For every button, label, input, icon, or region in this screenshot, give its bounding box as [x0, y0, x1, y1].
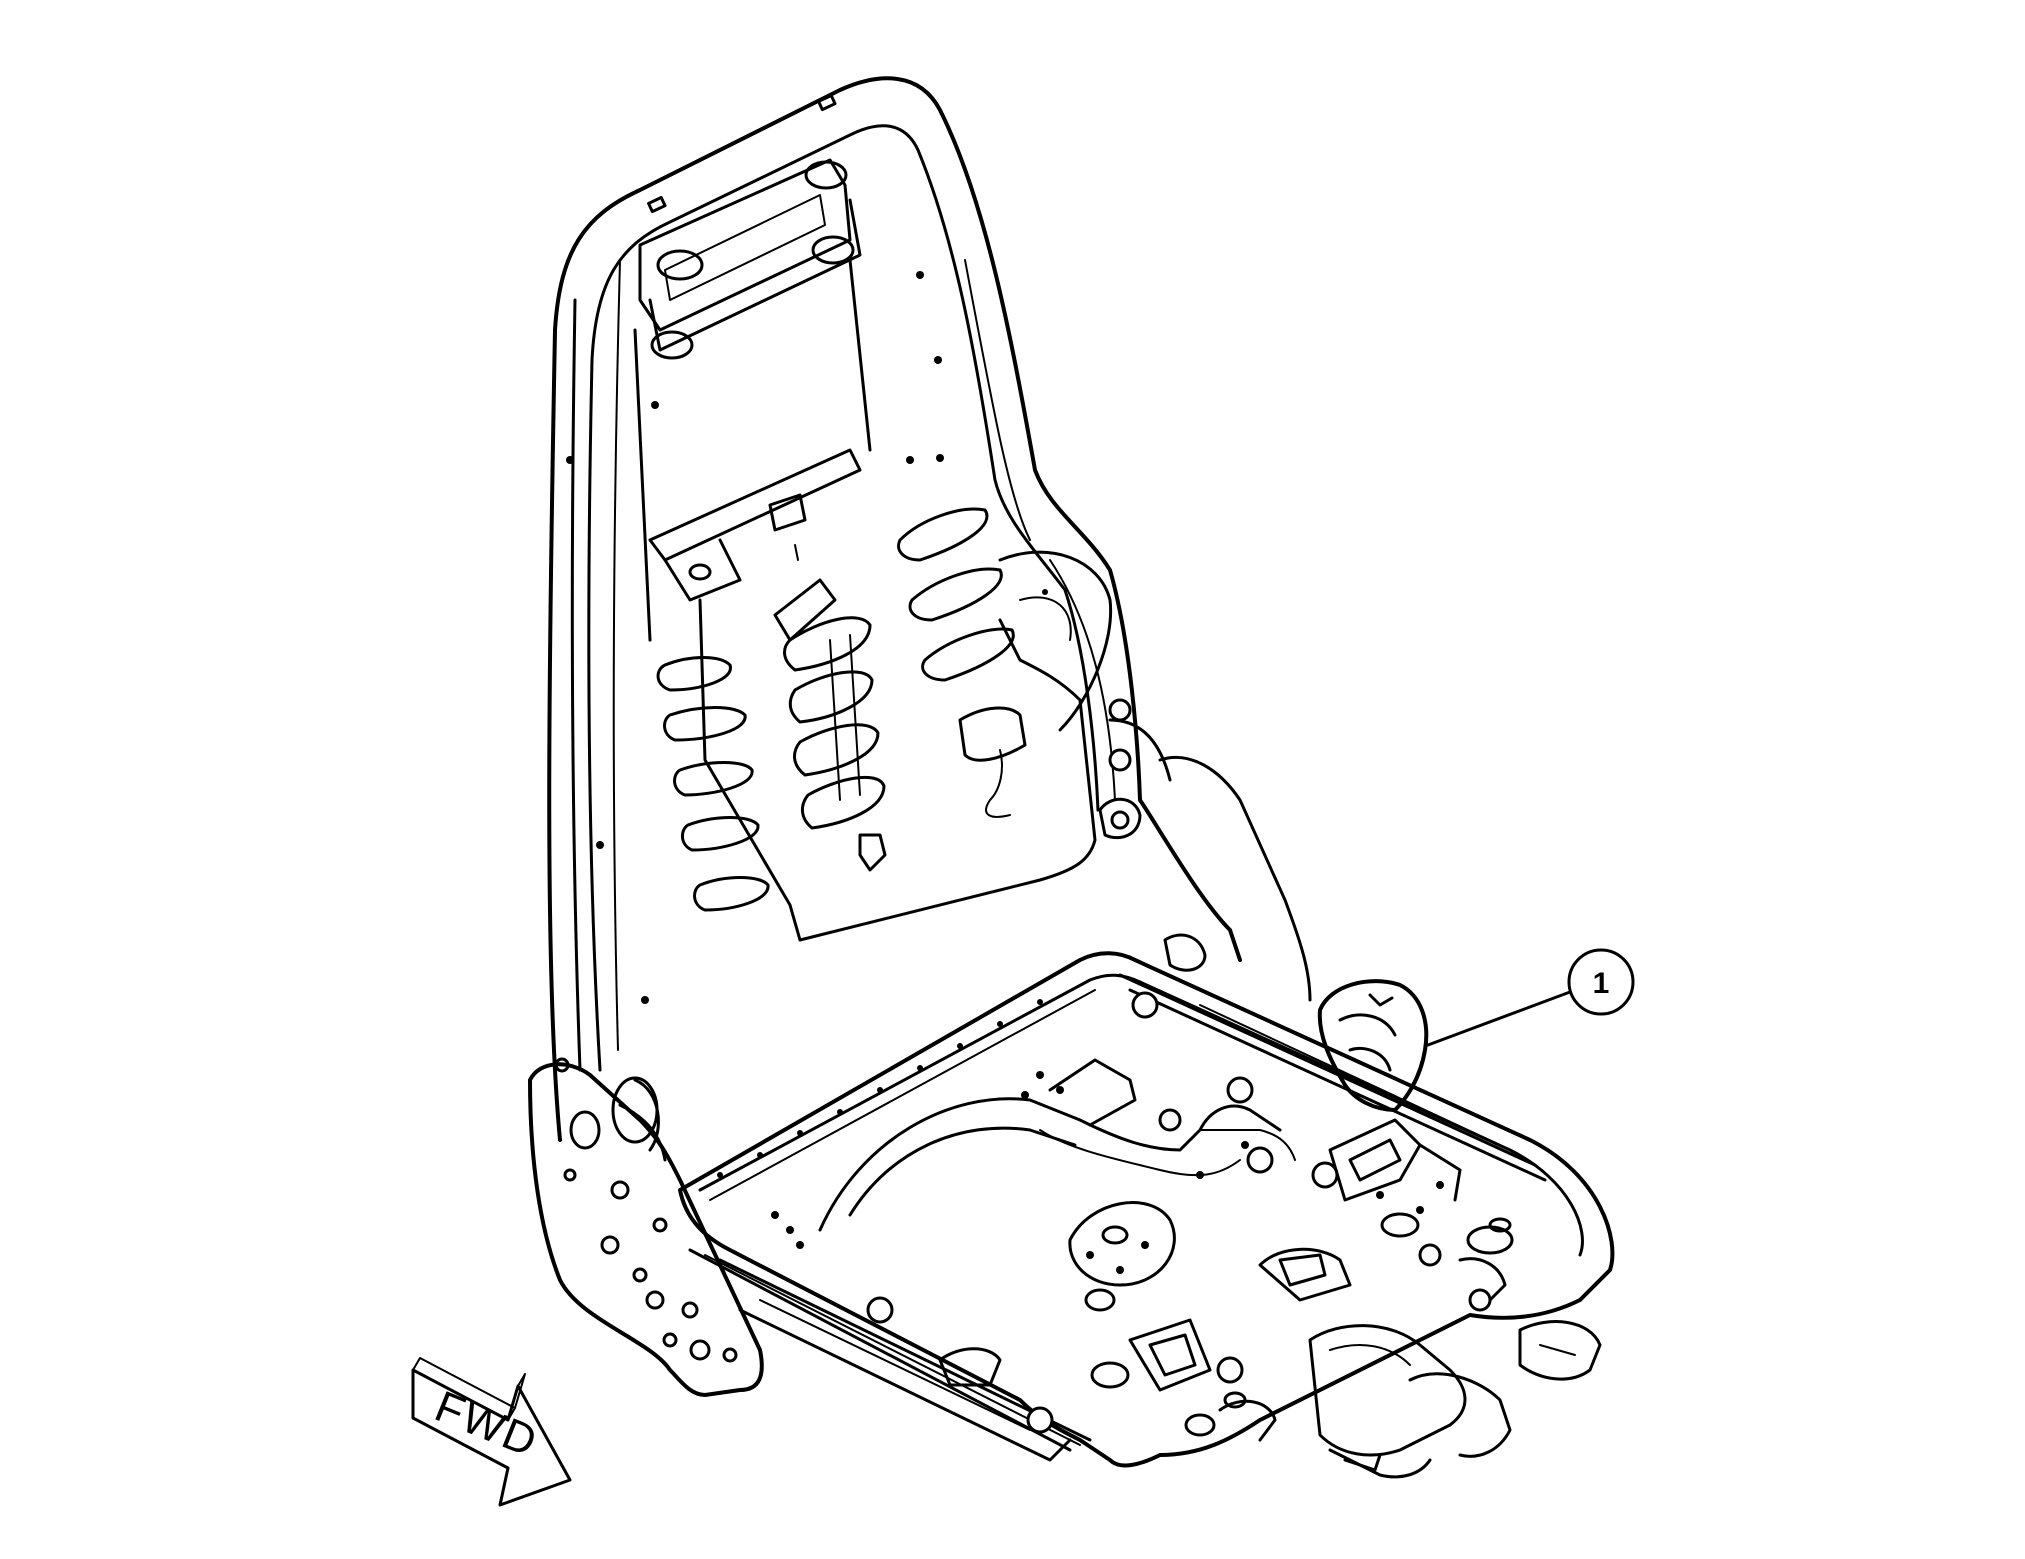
recliner-side-plate: [528, 1057, 764, 1397]
fwd-direction-arrow: FWD: [411, 1357, 572, 1507]
seat-cushion-frame: [678, 951, 1615, 1468]
lumbar-slots-left: [656, 656, 770, 912]
lumbar-slots-right: [897, 507, 1027, 818]
callout-1: 1: [1426, 948, 1635, 1047]
recliner-handle-part: [1317, 979, 1429, 1112]
callout-1-leader-line: [1426, 990, 1572, 1047]
right-side-bracket: [1098, 698, 1312, 1002]
fwd-arrow-shape: [411, 1368, 572, 1507]
rail-holes: [717, 999, 1043, 1178]
lumbar-spring-center: [773, 578, 887, 872]
callout-1-number: 1: [1593, 967, 1610, 1000]
callout-1-circle: [1567, 948, 1635, 1016]
seat-back-frame: [547, 76, 1242, 1142]
front-handles: [1308, 1320, 1602, 1479]
mounting-bolts: [866, 991, 1492, 1434]
